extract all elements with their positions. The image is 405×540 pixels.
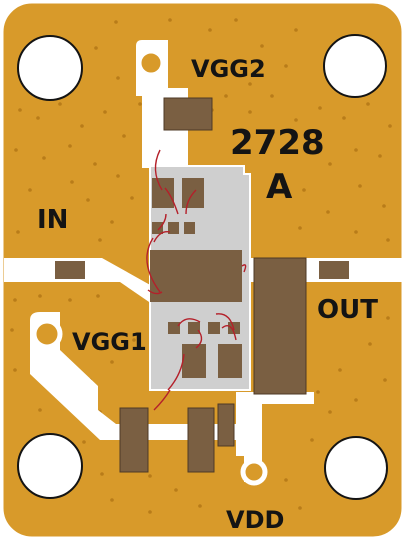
bond-wire <box>157 213 167 231</box>
bond-wire <box>185 189 197 215</box>
mounting-hole <box>17 433 83 499</box>
bond-wire <box>153 389 171 411</box>
vgg2-label: VGG2 <box>191 55 266 83</box>
bond-wire <box>167 353 185 391</box>
bond-wire <box>221 325 237 341</box>
die-pad <box>218 344 242 378</box>
vgg1-label: VGG1 <box>72 328 147 356</box>
bond-wire <box>153 231 171 243</box>
vdd-capacitor <box>187 407 215 473</box>
vdd-large-capacitor <box>253 257 307 395</box>
bond-wire <box>241 264 247 273</box>
die-pad <box>168 222 179 234</box>
vgg1-pad <box>31 318 63 350</box>
die-pad <box>188 322 200 334</box>
bond-wire <box>195 329 203 349</box>
vgg1-capacitor <box>119 407 149 473</box>
bond-wire <box>154 149 163 191</box>
input-label: IN <box>37 205 69 235</box>
output-capacitor <box>317 259 351 281</box>
bond-wire <box>147 289 163 295</box>
mounting-hole <box>324 436 388 500</box>
revision-label: A <box>266 167 293 207</box>
vdd-small-capacitor <box>217 403 235 447</box>
vgg1-trace <box>30 312 250 440</box>
mounting-hole <box>323 34 387 98</box>
mounting-hole <box>17 35 83 101</box>
bond-wire <box>164 187 179 215</box>
die-pad <box>152 222 163 234</box>
input-capacitor <box>53 259 87 281</box>
components <box>53 97 351 473</box>
vgg2-pad <box>136 48 166 78</box>
die-pad <box>184 222 195 234</box>
die-pad <box>152 178 174 208</box>
output-label: OUT <box>317 295 378 325</box>
part-number-label: 2728 <box>230 123 325 163</box>
mmic-core <box>150 250 242 302</box>
vgg2-capacitor <box>163 97 213 131</box>
bond-wires <box>146 149 247 411</box>
bond-wire <box>177 318 201 327</box>
vdd-label: VDD <box>226 506 285 534</box>
vdd-pad <box>240 458 268 486</box>
die-pad <box>208 322 220 334</box>
die-pad <box>168 322 180 334</box>
bond-wire <box>215 313 235 331</box>
mounting-holes <box>17 34 388 500</box>
bond-wire <box>146 237 161 293</box>
die-pad <box>182 344 206 378</box>
